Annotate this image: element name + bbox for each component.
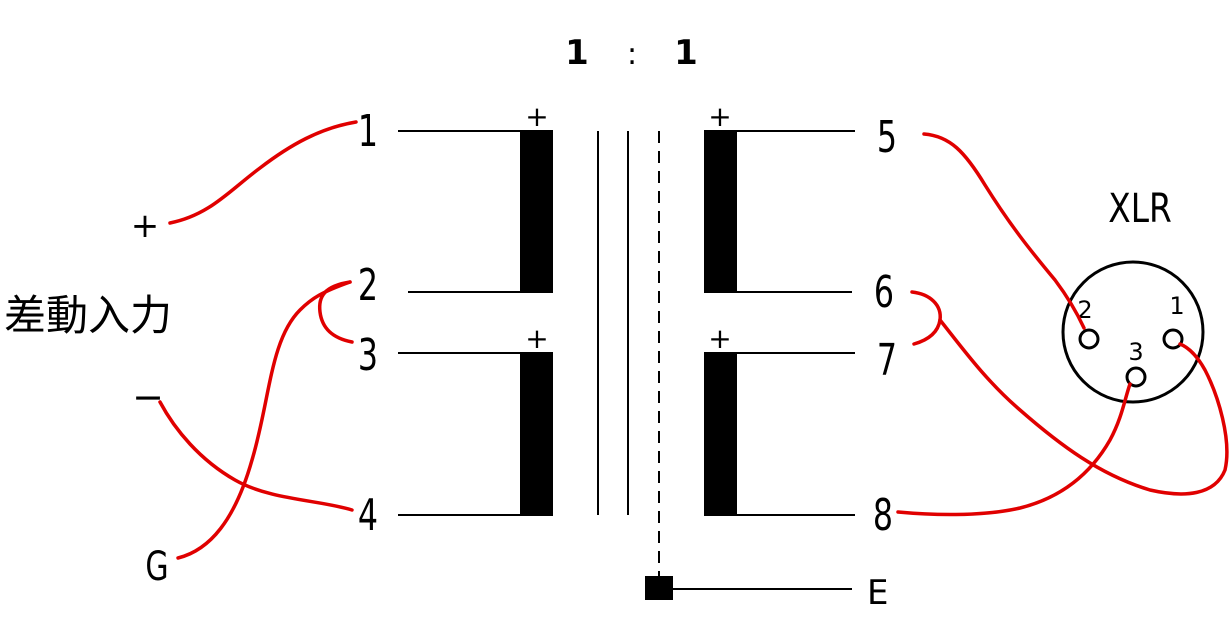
- xlr-pin-2: [1078, 328, 1100, 350]
- polarity-mark-p7: +: [708, 322, 731, 355]
- pin-label-8: 8: [873, 490, 893, 542]
- xlr-pin-label-3: 3: [1128, 338, 1143, 366]
- wire-minus-to-pin4: [158, 400, 354, 512]
- wire-plus-to-pin1: [168, 120, 358, 225]
- polarity-mark-p3: +: [525, 322, 548, 355]
- wire-pin5-to-xlr2: [922, 132, 1086, 330]
- wire-pin2-pin3-junction: [317, 280, 354, 344]
- xlr-pin-label-2: 2: [1077, 296, 1092, 324]
- earth-label: E: [867, 573, 888, 613]
- input-label: 差動入力: [4, 291, 172, 340]
- wire-pin8-to-xlr3: [896, 382, 1132, 517]
- wire-pin6-pin7-junction: [910, 290, 942, 346]
- shield-terminal: [645, 576, 673, 600]
- ratio-right: 1: [674, 33, 698, 73]
- pin-label-3: 3: [358, 330, 378, 382]
- pin-label-2: 2: [358, 260, 378, 312]
- secondary-winding-top: [704, 131, 737, 293]
- ratio-separator: :: [627, 37, 637, 72]
- xlr-pin-label-1: 1: [1169, 292, 1184, 320]
- ground-label: G: [145, 544, 168, 590]
- polarity-mark-p5: +: [708, 100, 731, 133]
- xlr-pin-3: [1125, 366, 1147, 388]
- input-minus-label: −: [132, 375, 164, 419]
- xlr-title: XLR: [1108, 185, 1172, 232]
- pin-label-4: 4: [358, 490, 378, 542]
- polarity-mark-p1: +: [525, 100, 548, 133]
- wire-ground-to-pins2-3: [176, 280, 352, 560]
- pin-label-7: 7: [877, 335, 897, 387]
- wire-pin67-to-xlr1: [938, 318, 1229, 496]
- xlr-pin-1: [1162, 328, 1184, 350]
- primary-winding-top: [520, 131, 553, 293]
- pin-label-1: 1: [358, 106, 378, 158]
- pin-label-6: 6: [874, 267, 894, 319]
- secondary-winding-bottom: [704, 353, 737, 515]
- xlr-body: [1061, 260, 1205, 404]
- ratio-left: 1: [565, 33, 589, 73]
- input-plus-label: +: [131, 206, 160, 246]
- pin-label-5: 5: [877, 112, 897, 164]
- primary-winding-bottom: [520, 353, 553, 515]
